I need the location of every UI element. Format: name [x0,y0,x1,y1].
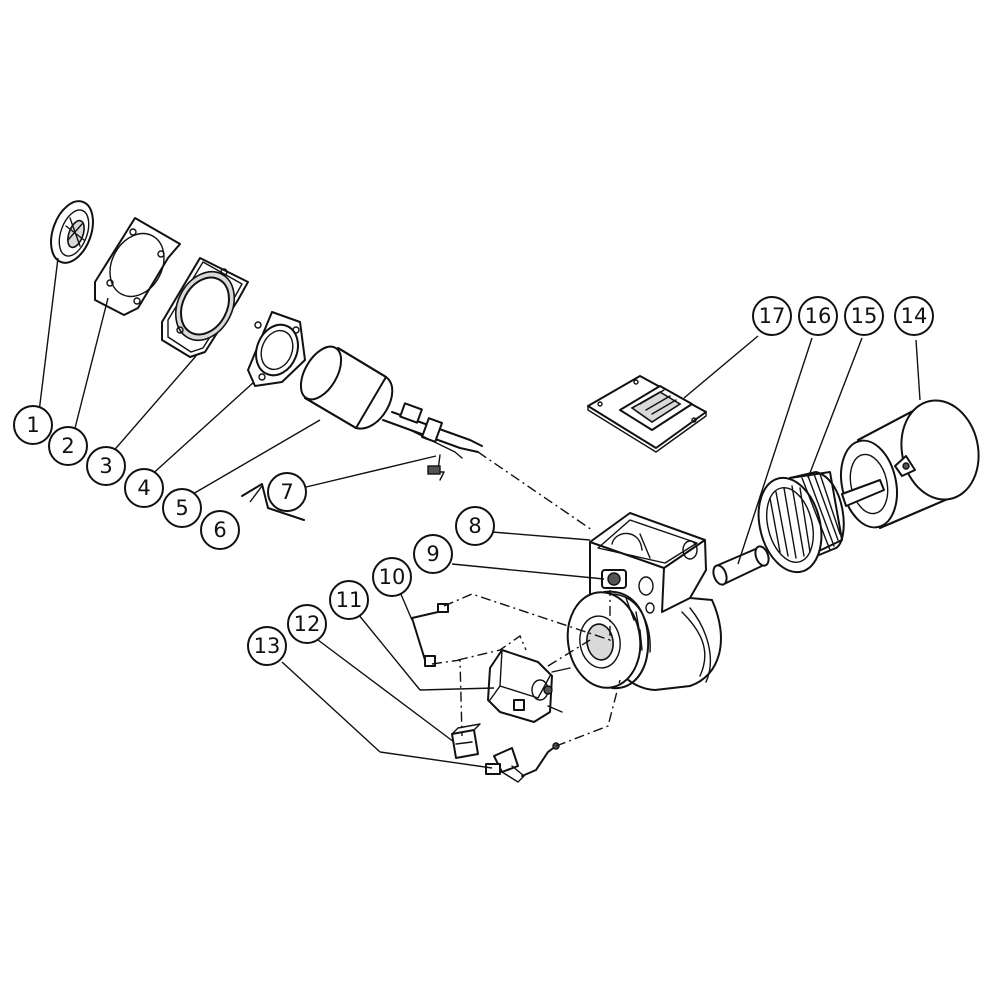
svg-text:1: 1 [26,413,39,437]
callout-15: 15 [844,296,884,336]
svg-text:11: 11 [336,588,363,612]
callout-14: 14 [894,296,934,336]
callout-17: 17 [752,296,792,336]
svg-text:3: 3 [99,454,112,478]
callout-10: 10 [372,557,412,597]
part-6-lead-bracket [241,483,305,521]
svg-text:14: 14 [901,304,928,328]
part-10-oil-pipe [411,603,449,667]
part-12-solenoid-coil [451,723,481,759]
part-4-burner-gasket [247,311,306,387]
callout-3: 3 [86,446,126,486]
part-3-flange-gasket [161,257,249,358]
svg-text:17: 17 [759,304,786,328]
callout-7: 7 [267,472,307,512]
leader-lines [37,257,921,769]
part-1-flame-ring [50,200,94,264]
svg-text:8: 8 [468,514,481,538]
svg-text:12: 12 [294,612,321,636]
svg-text:7: 7 [280,480,293,504]
part-13-photocell [485,742,560,783]
part-5-blast-tube [299,345,394,430]
svg-text:16: 16 [805,304,832,328]
callout-12: 12 [287,604,327,644]
part-15-fan-impeller [757,471,845,574]
part-14-motor [840,399,980,529]
air-inlet-cover [566,590,651,690]
callout-9: 9 [413,534,453,574]
callout-6: 6 [200,510,240,550]
svg-text:4: 4 [137,476,150,500]
callout-11: 11 [329,580,369,620]
part-17-control-box [587,375,707,453]
part-16-coupling-shaft [712,545,770,586]
callout-8: 8 [455,506,495,546]
callout-16: 16 [798,296,838,336]
assembly-centerlines [431,451,621,747]
svg-text:13: 13 [254,634,281,658]
svg-text:2: 2 [61,434,74,458]
svg-text:9: 9 [426,542,439,566]
callout-5: 5 [162,488,202,528]
callout-4: 4 [124,468,164,508]
svg-text:5: 5 [175,496,188,520]
callout-2: 2 [48,426,88,466]
callout-13: 13 [247,626,287,666]
callout-1: 1 [13,405,53,445]
part-11-oil-pump [487,649,571,723]
svg-text:6: 6 [213,518,226,542]
part-2-mounting-flange [94,217,181,316]
svg-text:10: 10 [379,565,406,589]
svg-text:15: 15 [851,304,878,328]
part-7-electrode-assembly [382,402,483,481]
part-9-coupling [601,569,627,589]
